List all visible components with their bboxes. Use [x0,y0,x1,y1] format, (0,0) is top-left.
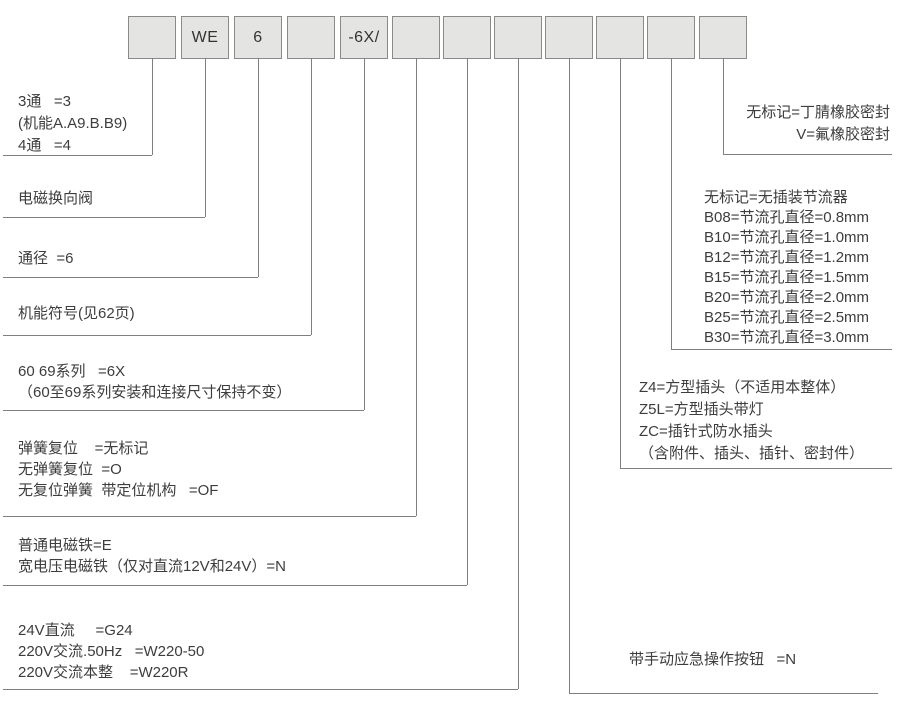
leader-hline-left-7 [3,585,467,587]
note-line: 60 69系列 =6X [18,363,126,380]
note-line: (机能A.A9.B.B9) [18,115,128,132]
note-seal-material: 无标记=丁腈橡胶密封 V=氟橡胶密封 [746,102,890,146]
leader-vline-1 [152,58,154,155]
note-spool-symbol: 机能符号(见62页) [18,303,135,324]
leader-vline-12 [723,58,725,154]
note-line: B15=节流孔直径=1.5mm [704,269,870,286]
note-line: 通径 =6 [18,250,74,267]
code-box-11 [647,16,695,59]
leader-vline-9 [569,58,571,693]
note-line: 220V交流本整 =W220R [18,664,189,681]
note-line: 无标记=无插装节流器 [704,189,848,206]
note-solenoid-type: 普通电磁铁=E 宽电压电磁铁（仅对直流12V和24V）=N [18,535,286,577]
leader-vline-8 [518,58,520,689]
note-nominal-size: 通径 =6 [18,248,73,269]
note-throttle-insert: 无标记=无插装节流器 B08=节流孔直径=0.8mm B10=节流孔直径=1.0… [704,188,869,348]
note-line: 电磁换向阀 [18,190,94,207]
code-box-12 [699,16,747,59]
note-line: 24V直流 =G24 [18,622,133,639]
note-line: 带手动应急操作按钮 =N [629,651,797,668]
leader-vline-10 [620,58,622,468]
note-line: Z5L=方型插头带灯 [639,401,764,418]
note-line: Z4=方型插头（不适用本整体） [639,379,846,396]
note-line: B10=节流孔直径=1.0mm [704,229,870,246]
note-line: B08=节流孔直径=0.8mm [704,209,870,226]
note-line: 机能符号(见62页) [18,305,135,322]
code-box-3-size: 6 [234,16,282,59]
code-box-8 [494,16,542,59]
note-line: 无弹簧复位 =O [18,461,122,478]
leader-hline-right-1 [723,154,892,156]
note-series: 60 69系列 =6X （60至69系列安装和连接尺寸保持不变） [18,361,291,403]
code-box-2-we: WE [181,16,229,59]
note-connector-plug: Z4=方型插头（不适用本整体） Z5L=方型插头带灯 ZC=插针式防水插头 （含… [639,377,864,465]
note-voltage: 24V直流 =G24 220V交流.50Hz =W220-50 220V交流本整… [18,620,204,683]
note-line: 宽电压电磁铁（仅对直流12V和24V）=N [18,558,286,575]
leader-hline-left-1 [3,155,152,157]
note-line: B25=节流孔直径=2.5mm [704,309,870,326]
note-line: 3通 =3 [18,93,71,110]
leader-vline-4 [311,58,313,335]
note-line: ZC=插针式防水插头 [639,423,773,440]
leader-hline-left-2 [3,217,205,219]
code-box-10 [596,16,644,59]
leader-vline-2 [205,58,207,217]
leader-hline-right-2 [671,349,892,351]
note-line: 220V交流.50Hz =W220-50 [18,643,205,660]
code-box-9 [545,16,593,59]
leader-hline-left-3 [3,277,258,279]
note-line: V=氟橡胶密封 [796,126,890,143]
code-box-7 [443,16,491,59]
leader-vline-5 [364,58,366,410]
leader-hline-right-4 [569,693,878,695]
note-line: 普通电磁铁=E [18,537,112,554]
leader-vline-6 [416,58,418,516]
leader-hline-left-5 [3,410,364,412]
note-ways: 3通 =3 (机能A.A9.B.B9) 4通 =4 [18,91,127,157]
leader-hline-left-4 [3,335,311,337]
note-line: 无复位弹簧 带定位机构 =OF [18,482,219,499]
leader-vline-7 [467,58,469,585]
note-line: 弹簧复位 =无标记 [18,440,149,457]
note-line: （含附件、插头、插针、密封件） [639,445,865,462]
leader-vline-11 [671,58,673,349]
note-manual-override: 带手动应急操作按钮 =N [629,649,796,670]
note-line: 无标记=丁腈橡胶密封 [746,104,890,121]
note-valve-type: 电磁换向阀 [18,188,93,209]
note-line: B30=节流孔直径=3.0mm [704,329,870,346]
code-box-5-series: -6X/ [340,16,388,59]
code-box-1 [128,16,176,59]
note-line: （60至69系列安装和连接尺寸保持不变） [18,384,292,401]
code-box-4 [287,16,335,59]
note-line: 4通 =4 [18,137,71,154]
leader-hline-left-6 [3,516,416,518]
leader-hline-left-8 [3,689,518,691]
code-box-6 [392,16,440,59]
note-line: B12=节流孔直径=1.2mm [704,249,870,266]
leader-vline-3 [258,58,260,277]
leader-hline-right-3 [620,468,892,470]
note-line: B20=节流孔直径=2.0mm [704,289,870,306]
note-spring-return: 弹簧复位 =无标记 无弹簧复位 =O 无复位弹簧 带定位机构 =OF [18,438,218,501]
